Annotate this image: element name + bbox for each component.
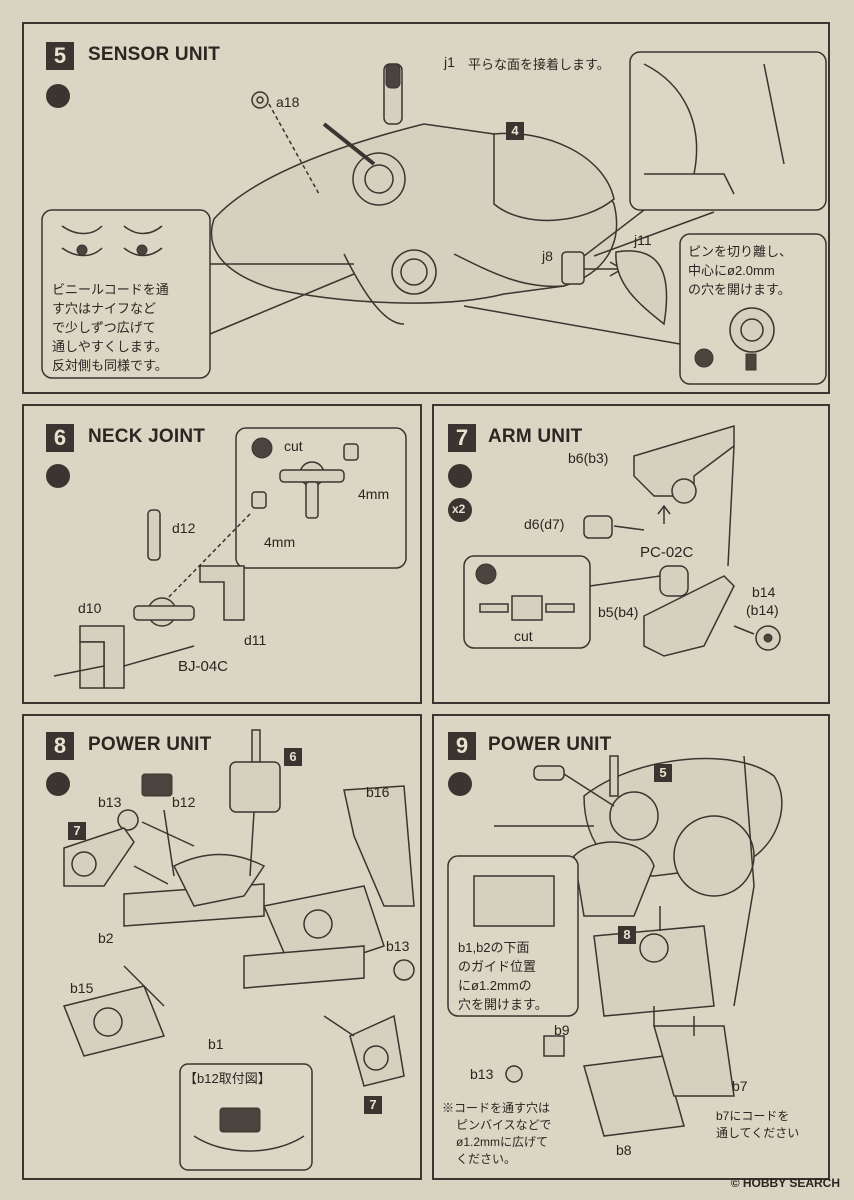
- b7-label: b7: [732, 1078, 748, 1094]
- b7-note-line: b7にコードを: [716, 1109, 790, 1123]
- left-note-line: 反対側も同様です。: [52, 358, 168, 373]
- b15-label: b15: [70, 980, 94, 996]
- step6-number: 6: [46, 424, 74, 452]
- glue-icon: [46, 84, 70, 108]
- cut-label: cut: [514, 628, 533, 644]
- ref-step7-badge-b: 7: [364, 1096, 382, 1114]
- ref-step4-badge: 4: [506, 122, 524, 140]
- a18-label: a18: [276, 94, 300, 110]
- glue-icon: [46, 464, 70, 488]
- step5-panel: 5 SENSOR UNIT: [22, 22, 830, 394]
- step9-number: 9: [448, 732, 476, 760]
- step8-title: POWER UNIT: [88, 734, 212, 755]
- guide-note-line: 穴を開けます。: [458, 997, 548, 1012]
- ref-step5-badge: 5: [654, 764, 672, 782]
- b7-note: b7にコードを 通してください: [716, 1108, 799, 1142]
- step7-diagram: [463, 424, 781, 657]
- guide-note: b1,b2の下面 のガイド位置 にø1.2mmの 穴を開けます。: [458, 938, 548, 1014]
- step8-number: 8: [46, 732, 74, 760]
- b12-label: b12: [172, 794, 196, 810]
- cut-label: cut: [284, 438, 303, 454]
- b13-label: b13: [470, 1066, 494, 1082]
- step7-panel: 7 ARM UNIT x2 b6(b3) d6(d7) PC-02C b5(b4…: [432, 404, 830, 704]
- cord-note-line: ø1.2mmに広げて: [456, 1135, 549, 1149]
- right-note: ピンを切り離し、 中心にø2.0mm の穴を開けます。: [688, 242, 792, 299]
- left-note-line: す穴はナイフなど: [52, 301, 157, 316]
- ref-step6-badge: 6: [284, 748, 302, 766]
- step9-diagram: [447, 755, 783, 1137]
- b9-label: b9: [554, 1022, 570, 1038]
- step5-number: 5: [46, 42, 74, 70]
- glue-icon: [448, 464, 472, 488]
- b8-label: b8: [616, 1142, 632, 1158]
- step9-title: POWER UNIT: [488, 734, 612, 755]
- b16-label: b16: [366, 784, 390, 800]
- left-note-line: ビニールコードを通: [52, 282, 169, 297]
- step5-title: SENSOR UNIT: [88, 44, 221, 65]
- watermark: © HOBBY SEARCH: [730, 1176, 840, 1190]
- cord-note-line: ※コードを通す穴は: [442, 1101, 551, 1115]
- guide-note-line: にø1.2mmの: [458, 978, 532, 993]
- cord-note-line: ください。: [456, 1152, 517, 1166]
- guide-note-line: b1,b2の下面: [458, 940, 530, 955]
- glue-icon: [448, 772, 472, 796]
- b6-label: b6(b3): [568, 450, 609, 466]
- b1-label: b1: [208, 1036, 224, 1052]
- b13-label-a: b13: [98, 794, 122, 810]
- right-note-line: ピンを切り離し、: [688, 244, 793, 259]
- ref-step8-badge: 8: [618, 926, 636, 944]
- b12-caption: 【b12取付図】: [184, 1071, 271, 1086]
- right-note-line: 中心にø2.0mm: [688, 263, 775, 278]
- cord-note: ※コードを通す穴は ピンバイスなどで ø1.2mmに広げて ください。: [442, 1100, 551, 1168]
- j8-label: j8: [542, 248, 553, 264]
- step7-title: ARM UNIT: [488, 426, 583, 447]
- guide-note-line: のガイド位置: [458, 959, 537, 974]
- step6-panel: 6 NECK JOINT cut 4mm 4mm d12 d10 d11 BJ-…: [22, 404, 422, 704]
- glue-icon: [46, 772, 70, 796]
- d6-label: d6(d7): [524, 516, 565, 532]
- b14-label: b14: [752, 584, 776, 600]
- d11-label: d11: [244, 632, 267, 648]
- step8-diagram: [62, 729, 415, 1171]
- quantity-label: x2: [452, 502, 466, 516]
- j1-label: j1: [444, 54, 455, 70]
- 4mm-label-b: 4mm: [264, 534, 296, 550]
- cord-note-line: ピンバイスなどで: [456, 1118, 552, 1132]
- pc02c-label: PC-02C: [640, 544, 694, 561]
- left-note-line: で少しずつ広げて: [52, 320, 156, 335]
- d10-label: d10: [78, 600, 102, 616]
- quantity-icon: [448, 498, 472, 522]
- b14-paren-label: (b14): [746, 602, 779, 618]
- left-note: ビニールコードを通 す穴はナイフなど で少しずつ広げて 通しやすくします。 反対…: [52, 280, 169, 375]
- step8-panel: 8 POWER UNIT 6 b16 b13 b12 7 b2 b13 b15: [22, 714, 422, 1180]
- ref-step7-badge-a: 7: [68, 822, 86, 840]
- step7-number: 7: [448, 424, 476, 452]
- step6-diagram: [53, 427, 407, 689]
- b13-label-b: b13: [386, 938, 410, 954]
- bj04c-label: BJ-04C: [178, 658, 229, 675]
- step9-panel: 9 POWER UNIT 5 8 b1,b2の下面 のガイド位置 にø1.2mm…: [432, 714, 830, 1180]
- 4mm-label-a: 4mm: [358, 486, 390, 502]
- b7-note-line: 通してください: [716, 1126, 800, 1140]
- step6-title: NECK JOINT: [88, 426, 206, 447]
- j1-note: 平らな面を接着します。: [468, 57, 610, 72]
- b5-label: b5(b4): [598, 604, 639, 620]
- j11-label: j11: [634, 232, 652, 248]
- step5-diagram: [41, 51, 827, 385]
- d12-label: d12: [172, 520, 196, 536]
- left-note-line: 通しやすくします。: [52, 339, 168, 354]
- b2-label: b2: [98, 930, 114, 946]
- right-note-line: の穴を開けます。: [688, 282, 791, 297]
